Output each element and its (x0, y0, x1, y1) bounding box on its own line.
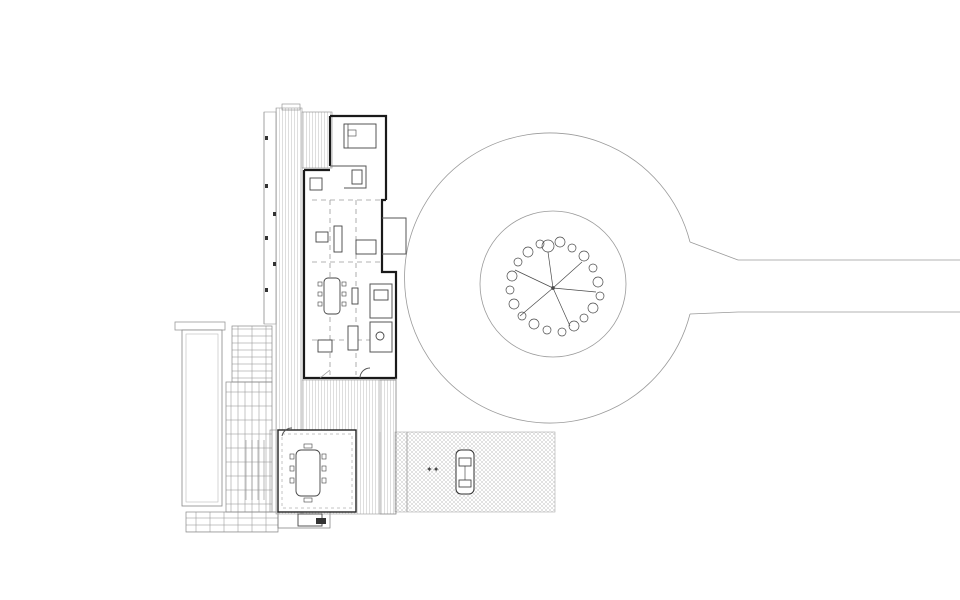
covered-dining-pavilion (277, 427, 357, 527)
tree (505, 236, 605, 337)
kitchen-island (351, 287, 359, 305)
main-house (302, 168, 407, 380)
svg-text:✦✦: ✦✦ (426, 465, 440, 474)
parking-markers: ✦✦ (426, 465, 440, 474)
circular-driveway (404, 132, 960, 424)
pool (174, 321, 226, 507)
gravel-parking-court (394, 431, 556, 513)
driveway-stem-bottom-edge (689, 311, 739, 315)
dining-table (323, 277, 341, 315)
sofa (315, 231, 329, 243)
center-island (479, 210, 627, 358)
car (455, 449, 475, 495)
driveway-stem (738, 259, 960, 313)
site-boundary-lines (263, 112, 397, 514)
bedroom-wing (301, 111, 388, 200)
driveway-stem-top-edge (689, 241, 739, 261)
pavilion-table (295, 449, 321, 497)
